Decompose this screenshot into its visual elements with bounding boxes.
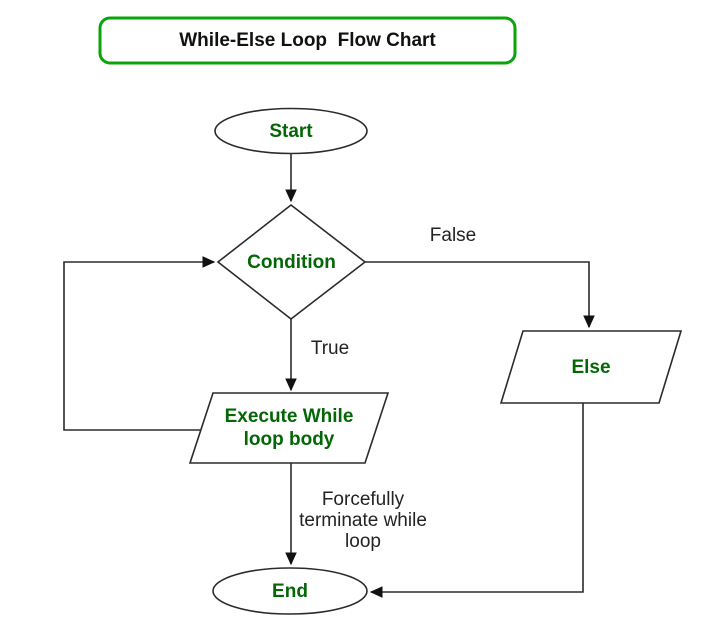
terminate-annotation-line2: terminate while	[299, 509, 427, 531]
execute-while-node	[188, 392, 390, 464]
condition-label: Condition	[247, 251, 336, 273]
condition-node	[216, 203, 367, 321]
true-edge-label: True	[310, 337, 350, 359]
terminate-annotation-line3: loop	[345, 530, 381, 552]
title-box	[98, 16, 517, 65]
arrow-loopback-execute-to-condition	[63, 256, 216, 431]
arrow-else-to-end	[369, 403, 584, 598]
else-node	[499, 330, 683, 404]
terminate-annotation: Forcefully terminate while loop	[292, 487, 434, 553]
start-node	[214, 107, 368, 155]
else-label: Else	[571, 356, 611, 378]
end-label: End	[272, 580, 308, 602]
end-node	[212, 567, 368, 615]
execute-while-label-line1: Execute While	[224, 406, 354, 427]
start-label: Start	[269, 121, 313, 142]
diagram-title: While-Else Loop Flow Chart	[179, 30, 436, 51]
false-edge-label: False	[429, 224, 477, 246]
terminate-annotation-line1: Forcefully	[321, 488, 405, 510]
execute-while-label: Execute While loop body	[213, 393, 365, 463]
execute-while-label-line2: loop body	[243, 429, 335, 450]
arrow-condition-false-to-else	[365, 261, 595, 329]
